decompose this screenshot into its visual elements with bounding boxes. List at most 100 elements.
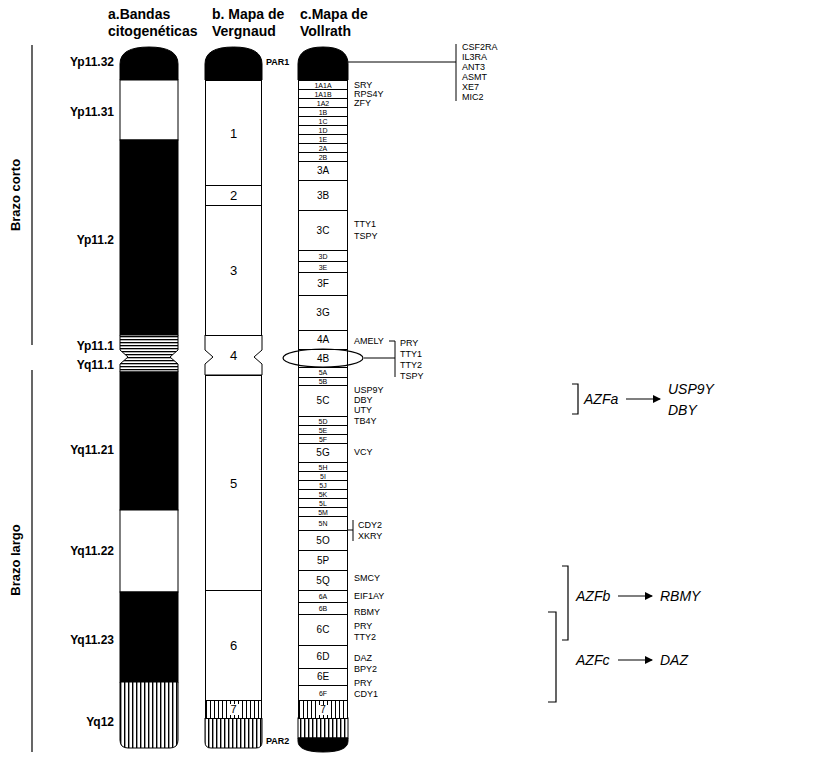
band-name: Yq12 — [86, 716, 114, 728]
arm-label: Brazo largo — [9, 524, 22, 596]
arm-line — [31, 45, 32, 345]
band-label: 1C — [319, 118, 328, 125]
band-label: 5 — [230, 477, 237, 490]
gene-label: ZFY — [354, 99, 371, 108]
band-label: 5I — [320, 473, 326, 480]
gene-label: TTY1 — [400, 350, 422, 359]
band-label: 1A2 — [317, 100, 329, 107]
band-label: 5D — [319, 418, 328, 425]
band-segment: 5 — [205, 375, 262, 591]
band-label: 1B — [319, 109, 328, 116]
band-white — [120, 80, 178, 140]
heterochromatin-band — [298, 718, 348, 738]
band-segment: 3F — [298, 272, 348, 296]
par-cap — [298, 738, 348, 752]
band-label: 6E — [317, 672, 329, 682]
band-label: 5B — [319, 378, 328, 385]
gene-label: SRY — [354, 81, 372, 90]
leader-line — [348, 530, 353, 531]
band-segment: 3C — [298, 210, 348, 251]
cytogenetic-chromosome — [120, 47, 178, 748]
band-label: 5G — [316, 448, 329, 458]
gene-label: UTY — [354, 406, 372, 415]
gene-label: ASMT — [462, 73, 487, 82]
gene-label: MIC2 — [462, 93, 484, 102]
par-cap — [298, 47, 348, 80]
gene-label: XE7 — [462, 83, 479, 92]
azf-gene: DAZ — [660, 653, 688, 667]
leader-line — [353, 520, 354, 541]
band-label: 5O — [316, 536, 329, 546]
band-label: 5A — [319, 369, 328, 376]
gene-label: TTY2 — [400, 361, 422, 370]
band-name: Yp11.31 — [70, 106, 114, 118]
band-segment: 5C — [298, 385, 348, 417]
band-label: 3A — [317, 166, 329, 176]
gene-label: CSF2RA — [462, 43, 498, 52]
gene-label: CDY1 — [354, 690, 378, 699]
band-label: 4 — [230, 349, 237, 362]
band-label: 5K — [319, 491, 328, 498]
band-black — [120, 592, 178, 682]
band-name: Yq11.1 — [77, 359, 114, 371]
band-label: 1E — [319, 136, 328, 143]
band-label: 5N — [319, 520, 328, 527]
band-label: 3B — [317, 191, 329, 201]
gene-label: VCY — [354, 448, 373, 457]
band-label: 2A — [319, 145, 328, 152]
band-label: 6F — [319, 690, 327, 697]
band-segment: 4B — [298, 349, 348, 368]
gene-label: PRY — [400, 339, 418, 348]
band-label: 3C — [317, 226, 330, 236]
gene-label: IL3RA — [462, 53, 487, 62]
column-header: b. Mapa de Vergnaud — [212, 6, 304, 40]
band-label: 3 — [230, 264, 237, 277]
heterochromatin-band — [120, 682, 178, 748]
band-segment: 6F — [298, 685, 348, 701]
azf-region: AZFa — [584, 392, 618, 406]
gene-label: TSPY — [400, 372, 424, 381]
vollrath-chromosome — [298, 47, 348, 752]
band-name: Yq11.22 — [70, 545, 114, 557]
band-segment: 5P — [298, 550, 348, 571]
band-label: 5E — [319, 427, 328, 434]
band-label: 3E — [319, 264, 328, 271]
band-label: 4B — [317, 354, 329, 364]
bracket — [572, 384, 578, 414]
gene-label: CDY2 — [358, 521, 382, 530]
leader-line — [389, 341, 395, 342]
band-label: 5C — [317, 396, 330, 406]
arm-line — [31, 370, 32, 752]
band-segment: 3G — [298, 295, 348, 331]
gene-label: XKRY — [358, 532, 382, 541]
band-label: 6D — [317, 652, 330, 662]
leader-line — [456, 44, 457, 101]
band-label: 5F — [319, 436, 327, 443]
band-label: 5H — [319, 464, 328, 471]
gene-label: BPY2 — [354, 665, 377, 674]
band-segment: 3 — [205, 205, 262, 336]
band-segment: 6D — [298, 645, 348, 669]
leader-line — [395, 341, 396, 377]
band-label: 3F — [317, 279, 329, 289]
arrow — [618, 659, 652, 660]
band-label: 7 — [228, 704, 238, 715]
band-name: Yq11.21 — [70, 444, 114, 456]
region-label: PAR2 — [266, 737, 289, 746]
leader-line — [364, 358, 395, 359]
band-segment: 7 — [205, 700, 262, 719]
bracket — [562, 566, 568, 640]
gene-label: USP9Y — [354, 386, 384, 395]
gene-label: DBY — [354, 396, 373, 405]
arm-label: Brazo corto — [9, 159, 22, 231]
band-segment: 6E — [298, 668, 348, 686]
gene-label: TTY2 — [354, 633, 376, 642]
band-label: 2B — [319, 154, 328, 161]
gene-label: EIF1AY — [354, 592, 384, 601]
band-segment: 2 — [205, 185, 262, 206]
band-segment: 3A — [298, 161, 348, 181]
band-label: 6 — [230, 639, 237, 652]
band-segment: 5N — [298, 516, 348, 531]
azf-gene: RBMY — [660, 589, 700, 603]
